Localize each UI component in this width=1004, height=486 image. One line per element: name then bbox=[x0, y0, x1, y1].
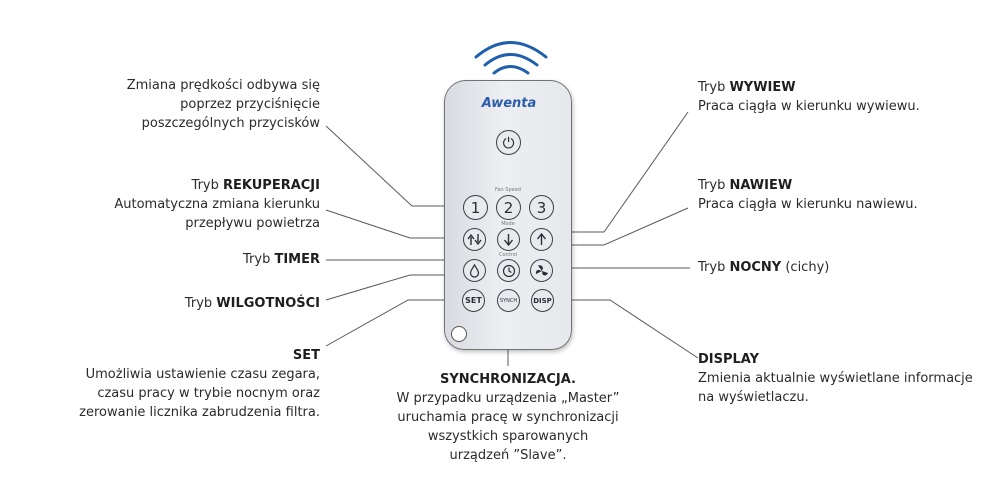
line-set bbox=[325, 299, 460, 347]
recuperation-prefix: Tryb bbox=[191, 178, 223, 193]
clock-icon bbox=[502, 264, 515, 277]
synch-title: SYNCHRONIZACJA. bbox=[440, 372, 576, 387]
mode-caption: Mode bbox=[501, 221, 515, 227]
night-mode-button[interactable] bbox=[530, 259, 553, 282]
wireless-signal-icon bbox=[474, 41, 548, 75]
set-text-3: zerowanie licznika zabrudzenia filtra. bbox=[79, 405, 320, 420]
humidity-annotation: Tryb WILGOTNOŚCI bbox=[120, 294, 320, 313]
extract-annotation: Tryb WYWIEW Praca ciągła w kierunku wywi… bbox=[698, 78, 998, 116]
speed-3-button[interactable]: 3 bbox=[529, 195, 554, 220]
supply-prefix: Tryb bbox=[698, 178, 730, 193]
recuperation-title: REKUPERACJI bbox=[223, 178, 320, 193]
supply-title: NAWIEW bbox=[729, 178, 793, 193]
fan-speed-caption: Fan Speed bbox=[495, 187, 521, 193]
recuperation-text-2: przepływu powietrza bbox=[185, 216, 320, 231]
display-text-2: na wyświetlaczu. bbox=[698, 390, 809, 405]
set-button[interactable]: SET bbox=[462, 289, 485, 312]
droplet-icon bbox=[469, 263, 480, 278]
humidity-title: WILGOTNOŚCI bbox=[216, 296, 320, 311]
recuperation-annotation: Tryb REKUPERACJI Automatyczna zmiana kie… bbox=[60, 176, 320, 233]
speed-1-label: 1 bbox=[470, 198, 481, 217]
recuperation-text-1: Automatyczna zmiana kierunku bbox=[114, 197, 320, 212]
set-annotation: SET Umożliwia ustawienie czasu zegara, c… bbox=[20, 346, 320, 422]
supply-annotation: Tryb NAWIEW Praca ciągła w kierunku nawi… bbox=[698, 176, 998, 214]
extract-title: WYWIEW bbox=[729, 80, 796, 95]
night-suffix: (cichy) bbox=[781, 260, 830, 275]
line-speed bbox=[325, 125, 462, 207]
supply-text-1: Praca ciągła w kierunku nawiewu. bbox=[698, 197, 918, 212]
extract-button[interactable] bbox=[497, 228, 520, 251]
display-title: DISPLAY bbox=[698, 352, 760, 367]
synch-text-3: wszystkich sparowanych bbox=[427, 429, 589, 444]
set-title: SET bbox=[292, 348, 320, 363]
timer-title: TIMER bbox=[274, 252, 320, 267]
speed-text-3: poszczególnych przycisków bbox=[141, 116, 320, 131]
extract-heading: Tryb WYWIEW bbox=[698, 78, 998, 97]
recuperation-button[interactable] bbox=[463, 228, 486, 251]
control-caption: Control bbox=[498, 252, 518, 258]
set-button-label: SET bbox=[465, 296, 482, 305]
disp-button[interactable]: DISP bbox=[531, 289, 554, 312]
night-annotation: Tryb NOCNY (cichy) bbox=[698, 258, 998, 277]
set-text-1: Umożliwia ustawienie czasu zegara, bbox=[85, 367, 320, 382]
timer-button[interactable] bbox=[497, 259, 520, 282]
speed-1-button[interactable]: 1 bbox=[463, 195, 488, 220]
synch-annotation: SYNCHRONIZACJA. W przypadku urządzenia „… bbox=[368, 370, 648, 465]
display-text-1: Zmienia aktualnie wyświetlane informacje bbox=[698, 371, 973, 386]
supply-button[interactable] bbox=[530, 228, 553, 251]
synch-text-1: W przypadku urządzenia „Master” bbox=[396, 391, 620, 406]
speed-3-label: 3 bbox=[536, 198, 547, 217]
timer-annotation: Tryb TIMER bbox=[120, 250, 320, 269]
synch-button-label: SYNCH bbox=[499, 297, 518, 304]
humidity-prefix: Tryb bbox=[184, 296, 217, 311]
speed-2-label: 2 bbox=[503, 198, 514, 217]
arrow-up-icon bbox=[536, 233, 547, 245]
double-arrow-icon bbox=[467, 233, 482, 246]
arrow-down-icon bbox=[503, 234, 514, 246]
extract-text-1: Praca ciągła w kierunku wywiewu. bbox=[698, 99, 920, 114]
line-display bbox=[556, 299, 699, 359]
display-annotation: DISPLAY Zmienia aktualnie wyświetlane in… bbox=[698, 350, 998, 407]
synch-text-2: uruchamia pracę w synchronizacji bbox=[397, 410, 619, 425]
night-prefix: Tryb bbox=[698, 260, 730, 275]
speed-text-1: Zmiana prędkości odbywa się bbox=[126, 78, 320, 93]
fan-icon bbox=[535, 264, 548, 275]
synch-text-4: urządzeń ”Slave”. bbox=[449, 448, 567, 463]
recuperation-heading: Tryb REKUPERACJI bbox=[60, 176, 320, 195]
brand-logo: Awenta bbox=[481, 96, 537, 111]
humidity-button[interactable] bbox=[463, 259, 486, 282]
timer-prefix: Tryb bbox=[243, 252, 275, 267]
speed-2-button[interactable]: 2 bbox=[496, 195, 521, 220]
speed-text-2: poprzez przyciśnięcie bbox=[180, 97, 320, 112]
supply-heading: Tryb NAWIEW bbox=[698, 176, 998, 195]
disp-button-label: DISP bbox=[533, 296, 552, 305]
power-button[interactable]: ⏻ bbox=[496, 130, 521, 155]
power-icon: ⏻ bbox=[502, 133, 515, 152]
lanyard-hole bbox=[451, 326, 467, 342]
line-wilgotnosc bbox=[325, 274, 462, 301]
extract-prefix: Tryb bbox=[698, 80, 730, 95]
speed-annotation: Zmiana prędkości odbywa się poprzez przy… bbox=[80, 76, 320, 133]
synch-button[interactable]: SYNCH bbox=[497, 289, 520, 312]
line-rekuperacja bbox=[325, 209, 462, 239]
night-title: NOCNY bbox=[729, 260, 782, 275]
set-text-2: czasu pracy w trybie nocnym oraz bbox=[97, 386, 320, 401]
